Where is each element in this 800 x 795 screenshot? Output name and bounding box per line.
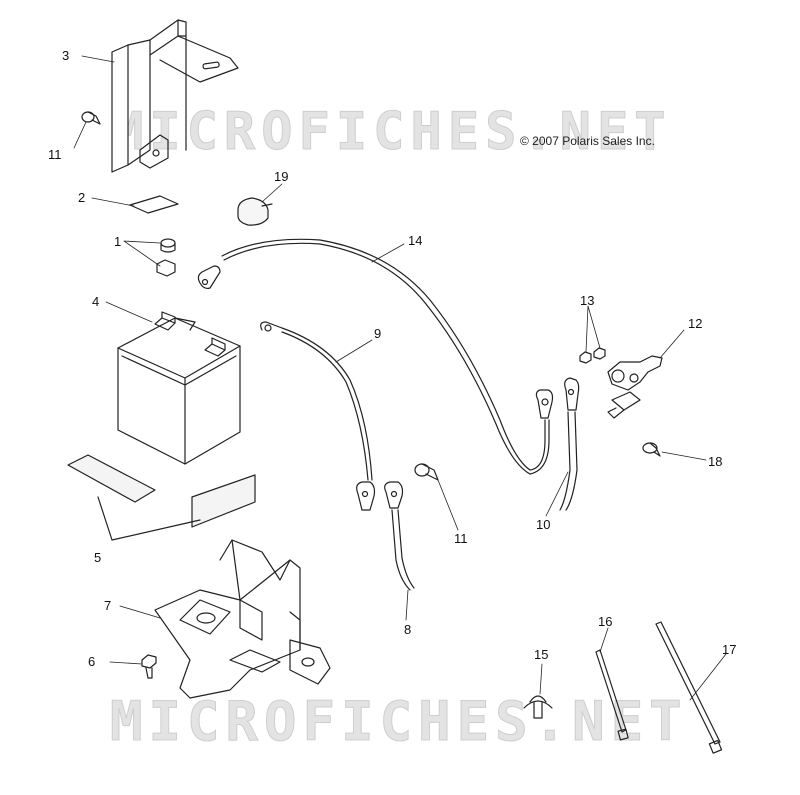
- part-18-bolt: [642, 442, 661, 457]
- part-8-cable: [384, 481, 415, 591]
- part-6-bolt: [141, 654, 157, 679]
- callout-5: 5: [94, 550, 102, 565]
- part-4-battery: [117, 311, 241, 465]
- part-12-solenoid: [607, 355, 663, 419]
- callout-8: 8: [404, 622, 412, 637]
- part-5-pads: [67, 454, 256, 541]
- callout-17: 17: [722, 642, 737, 657]
- callout-15: 15: [534, 647, 549, 662]
- callout-6: 6: [88, 654, 96, 669]
- callout-19: 19: [274, 169, 289, 184]
- callout-18: 18: [708, 454, 723, 469]
- part-2-pad: [129, 195, 179, 214]
- copyright-notice: © 2007 Polaris Sales Inc.: [520, 134, 655, 148]
- callout-3: 3: [62, 48, 70, 63]
- callout-9: 9: [374, 326, 382, 341]
- part-15-clip: [523, 695, 553, 719]
- callout-13: 13: [580, 293, 595, 308]
- part-11-bolt-top: [81, 111, 101, 125]
- leader-lines: [73, 55, 727, 701]
- part-16-tie-strap: [595, 649, 629, 741]
- callout-7: 7: [104, 598, 112, 613]
- battery-lug: [197, 265, 221, 290]
- watermark-bottom: MICROFICHES.NET: [110, 690, 688, 754]
- part-17-tie-strap: [655, 621, 723, 754]
- callout-10: 10: [536, 517, 551, 532]
- part-14-cable: [221, 238, 554, 475]
- part-9-cable: [260, 321, 376, 511]
- callout-14: 14: [408, 233, 423, 248]
- callout-4: 4: [92, 294, 100, 309]
- part-19-cap: [237, 197, 273, 226]
- callout-12: 12: [688, 316, 703, 331]
- callout-1: 1: [114, 234, 122, 249]
- callout-2: 2: [78, 190, 86, 205]
- callout-11a: 11: [48, 147, 62, 162]
- part-11-bolt-middle: [414, 463, 439, 481]
- callout-16: 16: [598, 614, 613, 629]
- part-7-tray: [154, 539, 331, 699]
- callout-11b: 11: [454, 531, 468, 546]
- part-10-cable: [559, 377, 580, 511]
- part-3-bracket: [111, 19, 239, 173]
- part-13-nuts: [579, 347, 606, 364]
- part-1-hardware: [156, 238, 176, 277]
- watermark-top: MICROFICHES.NET: [112, 102, 672, 163]
